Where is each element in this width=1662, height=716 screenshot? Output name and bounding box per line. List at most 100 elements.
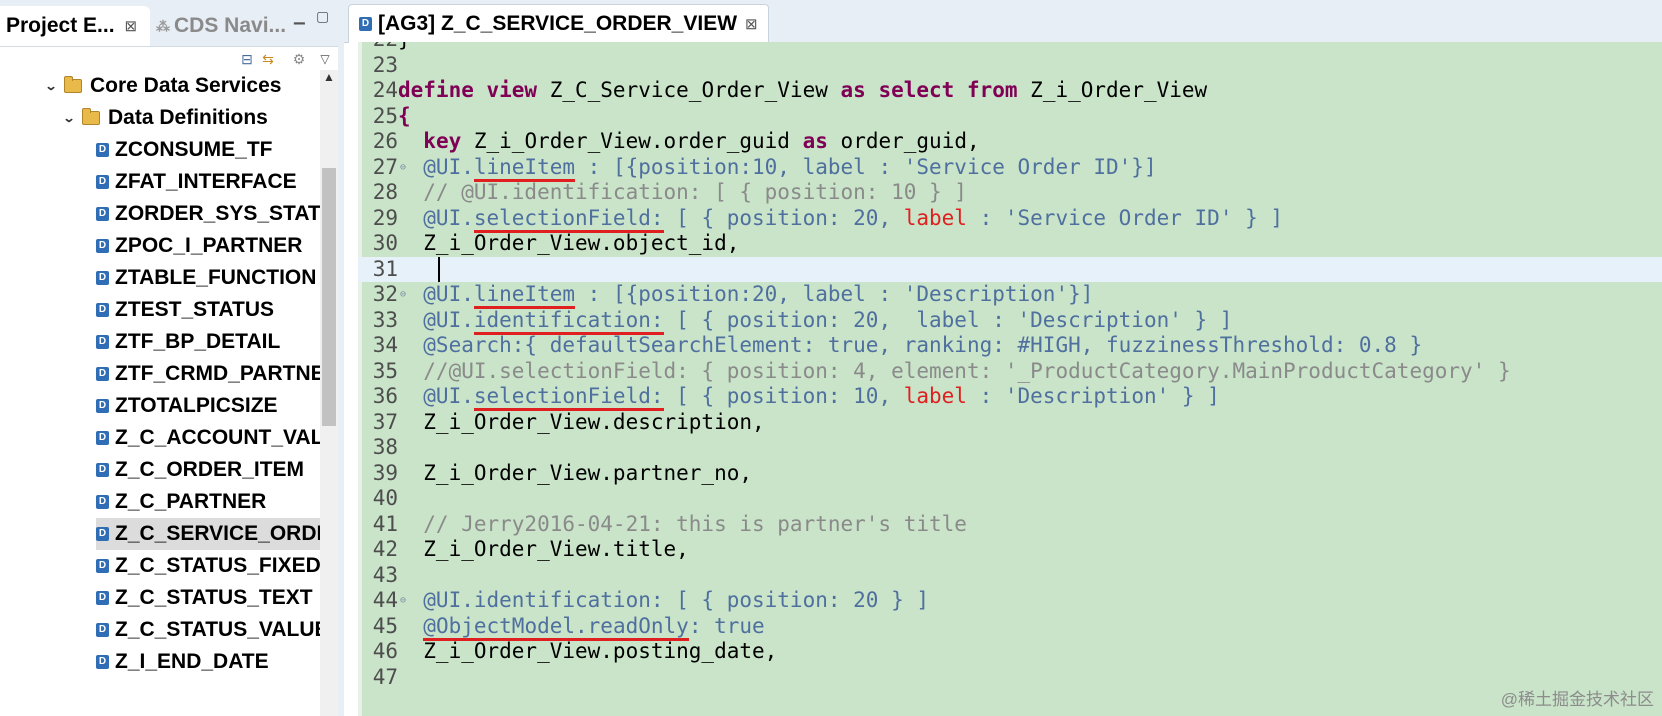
line-number: 39 [372, 460, 398, 485]
tree-item-label: Z_I_END_DATE [115, 650, 269, 673]
code-token: Z_i_Order_View.object_id, [398, 231, 740, 255]
code-line[interactable]: 27⊖ @UI.lineItem : [{position:10, label … [358, 154, 1662, 182]
line-number: 36 [372, 384, 398, 408]
tree-item[interactable]: D Z_C_STATUS_TEXT [96, 582, 313, 614]
tab-project-explorer[interactable]: Project E... ⊠ [0, 6, 150, 46]
code-text: Z_i_Order_View.partner_no, [398, 461, 752, 487]
fold-marker-icon[interactable]: ⊖ [400, 595, 407, 606]
project-explorer-panel: Project E... ⊠ ⁂ CDS Navi... ▁ ▢ ⊟ ⇆ ⚙ ▽… [0, 0, 358, 716]
ddl-source-icon: D [96, 303, 109, 317]
tree-item-label: Data Definitions [108, 106, 268, 129]
tab-cds-navigator[interactable]: ⁂ CDS Navi... [156, 6, 286, 46]
scroll-up-icon[interactable]: ▲ [323, 70, 335, 84]
tree-item-label: ZCONSUME_TF [115, 138, 273, 161]
code-line[interactable]: 47 [358, 665, 1662, 691]
code-token: [ { position: 20, [663, 205, 904, 230]
link-with-editor-icon[interactable]: ⇆ [262, 51, 274, 67]
underlined-token: identification: [473, 307, 664, 335]
code-line[interactable]: 35 //@UI.selectionField: { position: 4, … [358, 359, 1662, 385]
code-token: : true [688, 613, 765, 638]
fold-marker-icon[interactable]: ⊖ [400, 161, 407, 173]
underlined-token: lineItem [473, 282, 576, 309]
code-token: @UI. [398, 282, 474, 306]
code-line[interactable]: 30 Z_i_Order_View.object_id, [358, 231, 1662, 257]
ddl-source-icon: D [96, 559, 109, 573]
code-token: //@UI.selectionField: { position: 4, ele… [398, 358, 1511, 383]
tree-item-label: Z_C_STATUS_TEXT [115, 586, 313, 609]
underlined-token: selectionField: [473, 205, 664, 233]
panel-splitter[interactable] [338, 0, 344, 716]
tab-project-explorer-label: Project E... [6, 14, 115, 37]
code-token: // Jerry2016-04-21: this is partner's ti… [398, 511, 967, 536]
fold-marker-icon[interactable]: ⊖ [400, 289, 407, 300]
minimize-icon[interactable]: ▁ [294, 8, 305, 24]
scrollbar-thumb[interactable] [322, 168, 336, 426]
code-text: // Jerry2016-04-21: this is partner's ti… [398, 512, 967, 538]
code-line[interactable]: 41 // Jerry2016-04-21: this is partner's… [358, 512, 1662, 538]
tree-item-label: Z_C_PARTNER [115, 490, 267, 513]
view-menu-icon[interactable]: ▽ [320, 52, 330, 66]
code-line[interactable]: 32⊖ @UI.lineItem : [{position:20, label … [358, 282, 1662, 309]
code-line[interactable]: 43 [358, 563, 1662, 589]
code-line[interactable]: 44⊖ @UI.identification: [ { position: 20… [358, 588, 1662, 614]
code-line[interactable]: 39 Z_i_Order_View.partner_no, [358, 461, 1662, 487]
ddl-source-icon: D [96, 591, 109, 605]
code-line[interactable]: 33 @UI.identification: [ { position: 20,… [358, 307, 1662, 335]
code-line[interactable]: 29 @UI.selectionField: [ { position: 20,… [358, 205, 1662, 233]
expand-chevron-icon[interactable]: ⌄ [62, 111, 76, 125]
tree-item[interactable]: ⌄ Data Definitions [60, 102, 268, 134]
code-text: @UI.selectionField: [ { position: 10, la… [398, 384, 1220, 411]
code-line[interactable]: 37 Z_i_Order_View.description, [358, 410, 1662, 436]
collapse-all-icon[interactable]: ⊟ [241, 51, 253, 67]
code-line[interactable]: 38 [358, 435, 1662, 461]
code-line[interactable]: 23 [358, 53, 1662, 79]
code-token: : [{position:20, label : 'Description'}] [575, 282, 1094, 306]
tree-item-label: Z_C_ACCOUNT_VALU [115, 426, 338, 449]
code-line[interactable]: 22} [358, 42, 1662, 53]
code-token: @UI. [398, 307, 474, 332]
tab-editor-file[interactable]: D [AG3] Z_C_SERVICE_ORDER_VIEW ⊠ [348, 4, 769, 43]
close-icon[interactable]: ⊠ [124, 18, 138, 35]
code-token: as select from [840, 78, 1018, 102]
line-number: 46 [372, 639, 398, 663]
maximize-icon[interactable]: ▢ [316, 8, 330, 24]
code-line[interactable]: 45 @ObjectModel.readOnly: true [358, 613, 1662, 641]
code-line[interactable]: 25{ [358, 104, 1662, 130]
code-line[interactable]: 28 // @UI.identification: [ { position: … [358, 180, 1662, 206]
close-icon[interactable]: ⊠ [745, 16, 758, 33]
code-text: // @UI.identification: [ { position: 10 … [398, 180, 967, 206]
code-line[interactable]: 46 Z_i_Order_View.posting_date, [358, 639, 1662, 665]
code-line[interactable]: 34 @Search:{ defaultSearchElement: true,… [358, 333, 1662, 359]
expand-chevron-icon[interactable]: ⌄ [44, 79, 58, 93]
code-line[interactable]: 31 [358, 256, 1662, 282]
code-line[interactable]: 42 Z_i_Order_View.title, [358, 537, 1662, 563]
code-line[interactable]: 36 @UI.selectionField: [ { position: 10,… [358, 384, 1662, 411]
tree-scrollbar[interactable]: ▲ [320, 70, 338, 716]
filter-icon[interactable]: ⚙ [292, 51, 306, 67]
ddl-source-icon: D [359, 17, 372, 31]
code-text: define view Z_C_Service_Order_View as se… [398, 78, 1207, 104]
code-line[interactable]: 40 [358, 486, 1662, 512]
tree-item[interactable]: ⌄Core Data Services [42, 70, 281, 102]
line-number: 28 [372, 180, 398, 204]
code-line[interactable]: 26 key Z_i_Order_View.order_guid as orde… [358, 129, 1662, 155]
code-text: //@UI.selectionField: { position: 4, ele… [398, 358, 1511, 385]
